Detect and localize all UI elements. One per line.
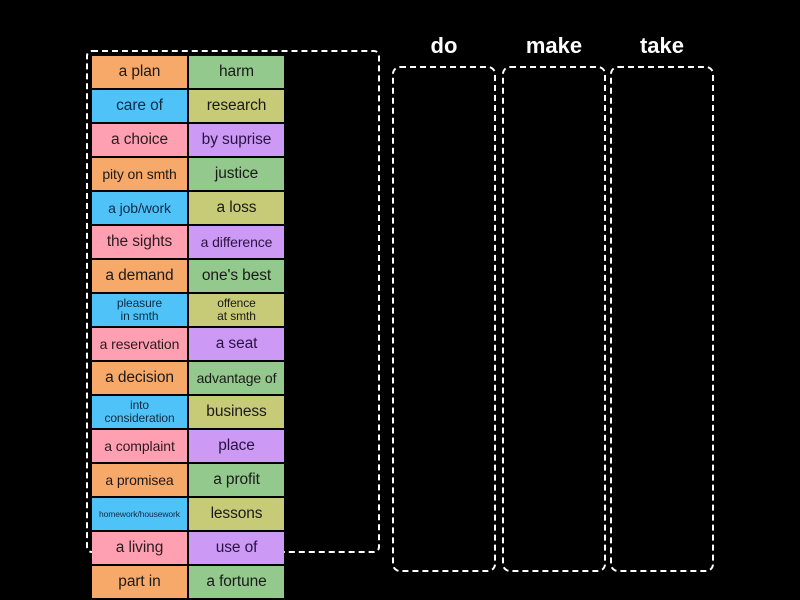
word-tile[interactable]: by suprise <box>189 124 284 156</box>
word-tile[interactable]: a choice <box>92 124 187 156</box>
drop-zone-take[interactable] <box>610 66 714 572</box>
word-tile[interactable]: the sights <box>92 226 187 258</box>
word-tile[interactable]: harm <box>189 56 284 88</box>
word-tile[interactable]: a reservation <box>92 328 187 360</box>
word-tile[interactable]: a plan <box>92 56 187 88</box>
word-tile[interactable]: homework/housework <box>92 498 187 530</box>
word-tile[interactable]: pity on smth <box>92 158 187 190</box>
word-tile[interactable]: business <box>189 396 284 428</box>
word-tile[interactable]: a job/work <box>92 192 187 224</box>
word-tile[interactable]: a promisea <box>92 464 187 496</box>
word-tile[interactable]: offence at smth <box>189 294 284 326</box>
word-tile[interactable]: research <box>189 90 284 122</box>
word-tile[interactable]: part in <box>92 566 187 598</box>
word-tile[interactable]: into consideration <box>92 396 187 428</box>
drop-zone-make[interactable] <box>502 66 606 572</box>
category-label-take: take <box>639 33 685 58</box>
word-tile[interactable]: a demand <box>92 260 187 292</box>
category-label-do: do <box>430 33 458 58</box>
word-tile[interactable]: a complaint <box>92 430 187 462</box>
word-tile[interactable]: a loss <box>189 192 284 224</box>
word-tile[interactable]: a living <box>92 532 187 564</box>
word-tile[interactable]: a profit <box>189 464 284 496</box>
drop-zone-do[interactable] <box>392 66 496 572</box>
word-tile[interactable]: use of <box>189 532 284 564</box>
word-tile[interactable]: one's best <box>189 260 284 292</box>
word-tile[interactable]: lessons <box>189 498 284 530</box>
word-tile[interactable]: justice <box>189 158 284 190</box>
word-tile[interactable]: place <box>189 430 284 462</box>
word-tile[interactable]: advantage of <box>189 362 284 394</box>
word-tile[interactable]: a fortune <box>189 566 284 598</box>
word-tile[interactable]: care of <box>92 90 187 122</box>
word-tile[interactable]: a difference <box>189 226 284 258</box>
word-tile[interactable]: a decision <box>92 362 187 394</box>
category-label-make: make <box>525 33 583 58</box>
word-tile[interactable]: a seat <box>189 328 284 360</box>
word-tile[interactable]: pleasure in smth <box>92 294 187 326</box>
